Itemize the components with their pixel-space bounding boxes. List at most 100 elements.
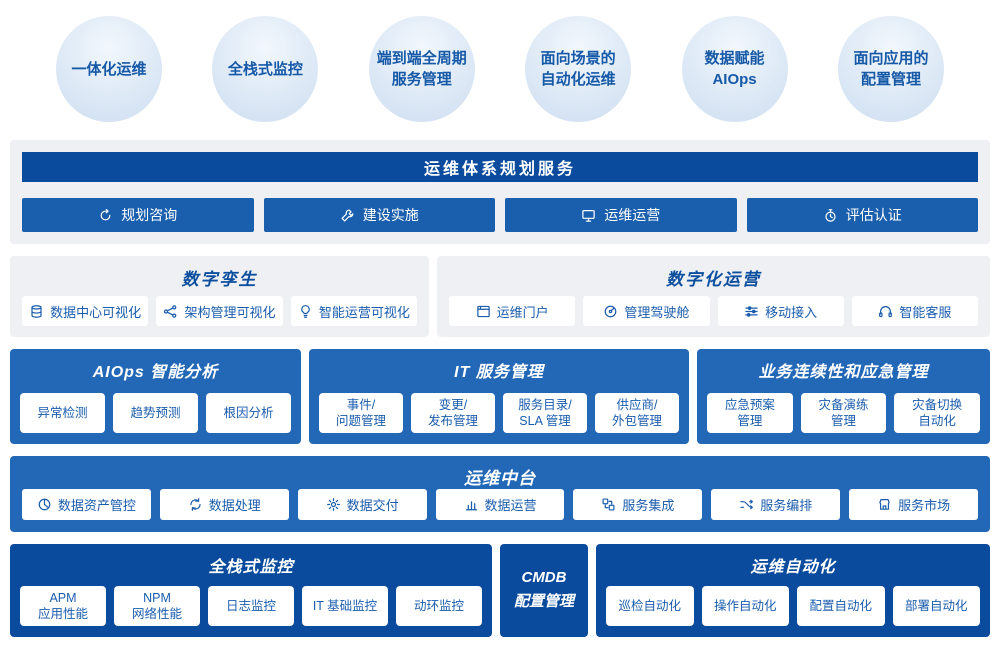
aiops-title: AIOps 智能分析 (92, 364, 219, 381)
chip-service-orchestration: 服务编排 (711, 489, 841, 520)
bubble-fullstack-monitoring: 全栈式监控 (212, 16, 319, 122)
headset-icon (878, 304, 893, 319)
chip-label: 操作自动化 (713, 598, 777, 613)
chip-label: 智能客服 (899, 304, 952, 320)
chip-anomaly-detection: 异常检测 (20, 393, 105, 433)
chip-label: 变更/ 发布管理 (427, 397, 478, 428)
chip-label: 移动接入 (765, 304, 818, 320)
bubble-scenario-automation: 面向场景的 自动化运维 (525, 16, 632, 122)
chip-label: 服务目录/ SLA 管理 (518, 397, 572, 428)
chip-data-asset-control: 数据资产管控 (22, 489, 151, 520)
aiops-panel: AIOps 智能分析 异常检测 趋势预测 根因分析 (10, 349, 301, 444)
cmdb-title: CMDB 配置管理 (513, 569, 574, 610)
chip-label: 部署自动化 (904, 598, 968, 613)
chip-label: 数据运营 (484, 498, 537, 513)
chip-facility-monitoring: 动环监控 (396, 586, 482, 626)
bubble-label: 端到端全周期 服务管理 (376, 50, 467, 88)
chip-label: 配置自动化 (809, 598, 872, 613)
process-icon (188, 497, 203, 512)
digital-operation-title: 数字化运营 (666, 270, 761, 289)
chip-label: 趋势预测 (130, 405, 181, 420)
pie-chart-icon (37, 497, 52, 512)
chip-label: 服务市场 (898, 498, 951, 513)
planning-buttons-row: 规划咨询 建设实施 运维运营 评估认证 (22, 198, 978, 232)
button-ops-operation: 运维运营 (505, 198, 737, 232)
chip-root-cause-analysis: 根因分析 (206, 393, 291, 433)
button-evaluation-certification: 评估认证 (746, 198, 978, 232)
fullstack-monitoring-panel: 全栈式监控 APM 应用性能 NPM 网络性能 日志监控 IT 基础监控 动环监… (10, 544, 492, 637)
portal-icon (476, 304, 491, 319)
chip-label: 异常检测 (37, 405, 88, 420)
digital-operation-panel: 数字化运营 运维门户 管理驾驶舱 移动接入 智能客服 (437, 256, 990, 337)
digital-twin-chips: 数据中心可视化 架构管理可视化 智能运营可视化 (22, 296, 417, 326)
chip-smart-customer-service: 智能客服 (851, 296, 978, 326)
chip-label: 应急预案 管理 (724, 397, 775, 428)
button-planning-consulting: 规划咨询 (22, 198, 254, 232)
bubble-integrated-ops: 一体化运维 (56, 16, 162, 122)
sliders-icon (744, 304, 759, 319)
digital-twin-panel: 数字孪生 数据中心可视化 架构管理可视化 智能运营可视化 (10, 256, 429, 337)
bubble-e2e-lifecycle-service: 端到端全周期 服务管理 (368, 16, 475, 122)
button-label: 规划咨询 (121, 207, 178, 223)
digital-operation-chips: 运维门户 管理驾驶舱 移动接入 智能客服 (449, 296, 978, 326)
middle-platform-title: 运维中台 (464, 469, 536, 488)
bcm-chips: 应急预案 管理 灾备演练 管理 灾备切换 自动化 (707, 393, 981, 433)
chip-label: 数据中心可视化 (50, 304, 142, 320)
chip-intelligent-ops-visualization: 智能运营可视化 (290, 296, 417, 326)
bcm-title: 业务连续性和应急管理 (758, 364, 929, 381)
chip-label: 灾备切换 自动化 (912, 397, 963, 428)
chip-dr-switch-automation: 灾备切换 自动化 (894, 393, 981, 433)
chip-catalog-sla-management: 服务目录/ SLA 管理 (503, 393, 587, 433)
chip-label: 数据处理 (208, 498, 261, 513)
monitoring-chips: APM 应用性能 NPM 网络性能 日志监控 IT 基础监控 动环监控 (20, 586, 482, 626)
middle-platform-panel: 运维中台 数据资产管控 数据处理 数据交付 数据运营 服务集成 (10, 456, 990, 532)
capability-bubbles: 一体化运维 全栈式监控 端到端全周期 服务管理 面向场景的 自动化运维 数据赋能… (10, 10, 990, 128)
chip-label: 智能运营可视化 (318, 304, 410, 320)
planning-service-header: 运维体系规划服务 (22, 152, 978, 182)
chip-label: 服务编排 (760, 498, 813, 513)
chip-trend-prediction: 趋势预测 (113, 393, 198, 433)
gear-icon (326, 497, 341, 512)
chip-inspection-automation: 巡检自动化 (606, 586, 694, 626)
button-construction-implementation: 建设实施 (263, 198, 495, 232)
wrench-icon (340, 208, 355, 223)
bottom-row: 全栈式监控 APM 应用性能 NPM 网络性能 日志监控 IT 基础监控 动环监… (10, 544, 990, 637)
chip-label: 服务集成 (622, 498, 675, 513)
chip-label: APM 应用性能 (37, 590, 88, 621)
button-label: 建设实施 (362, 207, 419, 223)
chip-emergency-plan-management: 应急预案 管理 (707, 393, 793, 433)
chip-label: 灾备演练 管理 (818, 397, 869, 428)
chip-label: 动环监控 (413, 598, 464, 613)
chip-operation-automation: 操作自动化 (701, 586, 789, 626)
bubble-label: 面向应用的 配置管理 (853, 50, 929, 88)
ops-automation-panel: 运维自动化 巡检自动化 操作自动化 配置自动化 部署自动化 (596, 544, 990, 637)
chip-apm: APM 应用性能 (20, 586, 106, 626)
chip-label: 巡检自动化 (618, 598, 681, 613)
chip-label: 数据交付 (346, 498, 399, 513)
bulb-icon (298, 304, 313, 319)
refresh-icon (98, 208, 113, 223)
chip-deploy-automation: 部署自动化 (892, 586, 980, 626)
itsm-panel: IT 服务管理 事件/ 问题管理 变更/ 发布管理 服务目录/ SLA 管理 供… (309, 349, 689, 444)
chip-it-infrastructure-monitoring: IT 基础监控 (302, 586, 388, 626)
chip-data-operation: 数据运营 (435, 489, 565, 520)
ops-automation-title: 运维自动化 (750, 559, 836, 576)
chip-architecture-visualization: 架构管理可视化 (156, 296, 283, 326)
middle-platform-chips: 数据资产管控 数据处理 数据交付 数据运营 服务集成 服务编排 (22, 489, 979, 520)
chip-npm: NPM 网络性能 (114, 586, 200, 626)
bubble-label: 全栈式监控 (227, 60, 303, 78)
stopwatch-icon (823, 208, 838, 223)
database-icon (29, 304, 44, 319)
chip-incident-problem-management: 事件/ 问题管理 (319, 393, 403, 433)
chip-service-integration: 服务集成 (573, 489, 703, 520)
chip-log-monitoring: 日志监控 (208, 586, 294, 626)
bubble-app-config-management: 面向应用的 配置管理 (837, 16, 944, 122)
digital-twin-title: 数字孪生 (181, 270, 258, 289)
chip-change-release-management: 变更/ 发布管理 (411, 393, 495, 433)
cmdb-panel: CMDB 配置管理 (500, 544, 588, 637)
itsm-title: IT 服务管理 (454, 364, 544, 381)
chip-label: 管理驾驶舱 (624, 304, 690, 320)
chip-vendor-outsourcing-management: 供应商/ 外包管理 (595, 393, 679, 433)
chip-label: NPM 网络性能 (131, 590, 182, 621)
